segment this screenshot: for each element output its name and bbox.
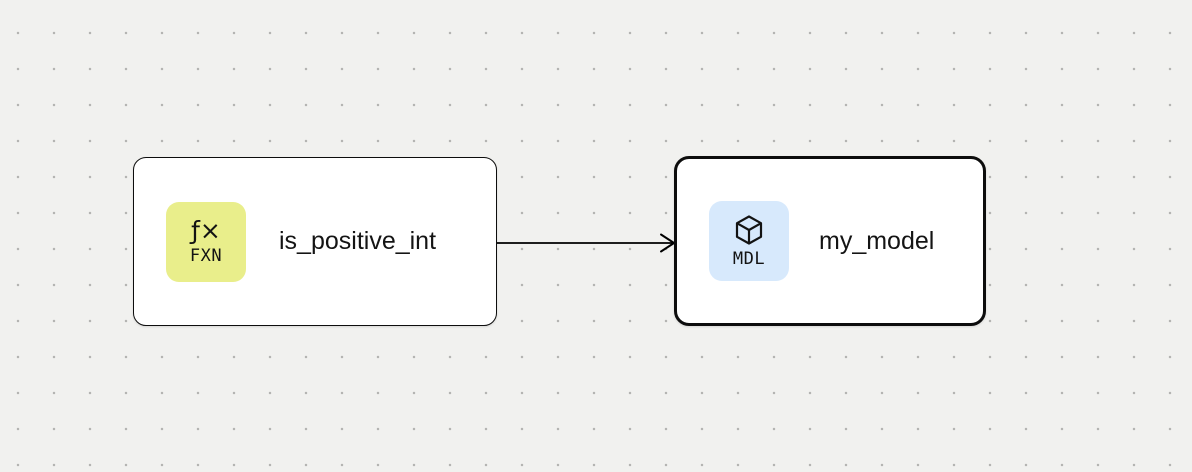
function-badge-label: FXN: [189, 245, 223, 266]
node-label: is_positive_int: [279, 227, 437, 255]
model-badge: MDL: [709, 201, 789, 281]
edge-arrow[interactable]: [496, 231, 680, 255]
function-badge: ƒ× FXN: [166, 201, 246, 282]
node-label: my_model: [819, 226, 935, 255]
cube-icon: [731, 212, 767, 248]
function-icon: ƒ×: [191, 216, 221, 246]
node-is-positive-int[interactable]: ƒ× FXN is_positive_int: [133, 157, 497, 326]
model-badge-label: MDL: [732, 249, 766, 270]
node-my-model[interactable]: MDL my_model: [674, 156, 986, 326]
